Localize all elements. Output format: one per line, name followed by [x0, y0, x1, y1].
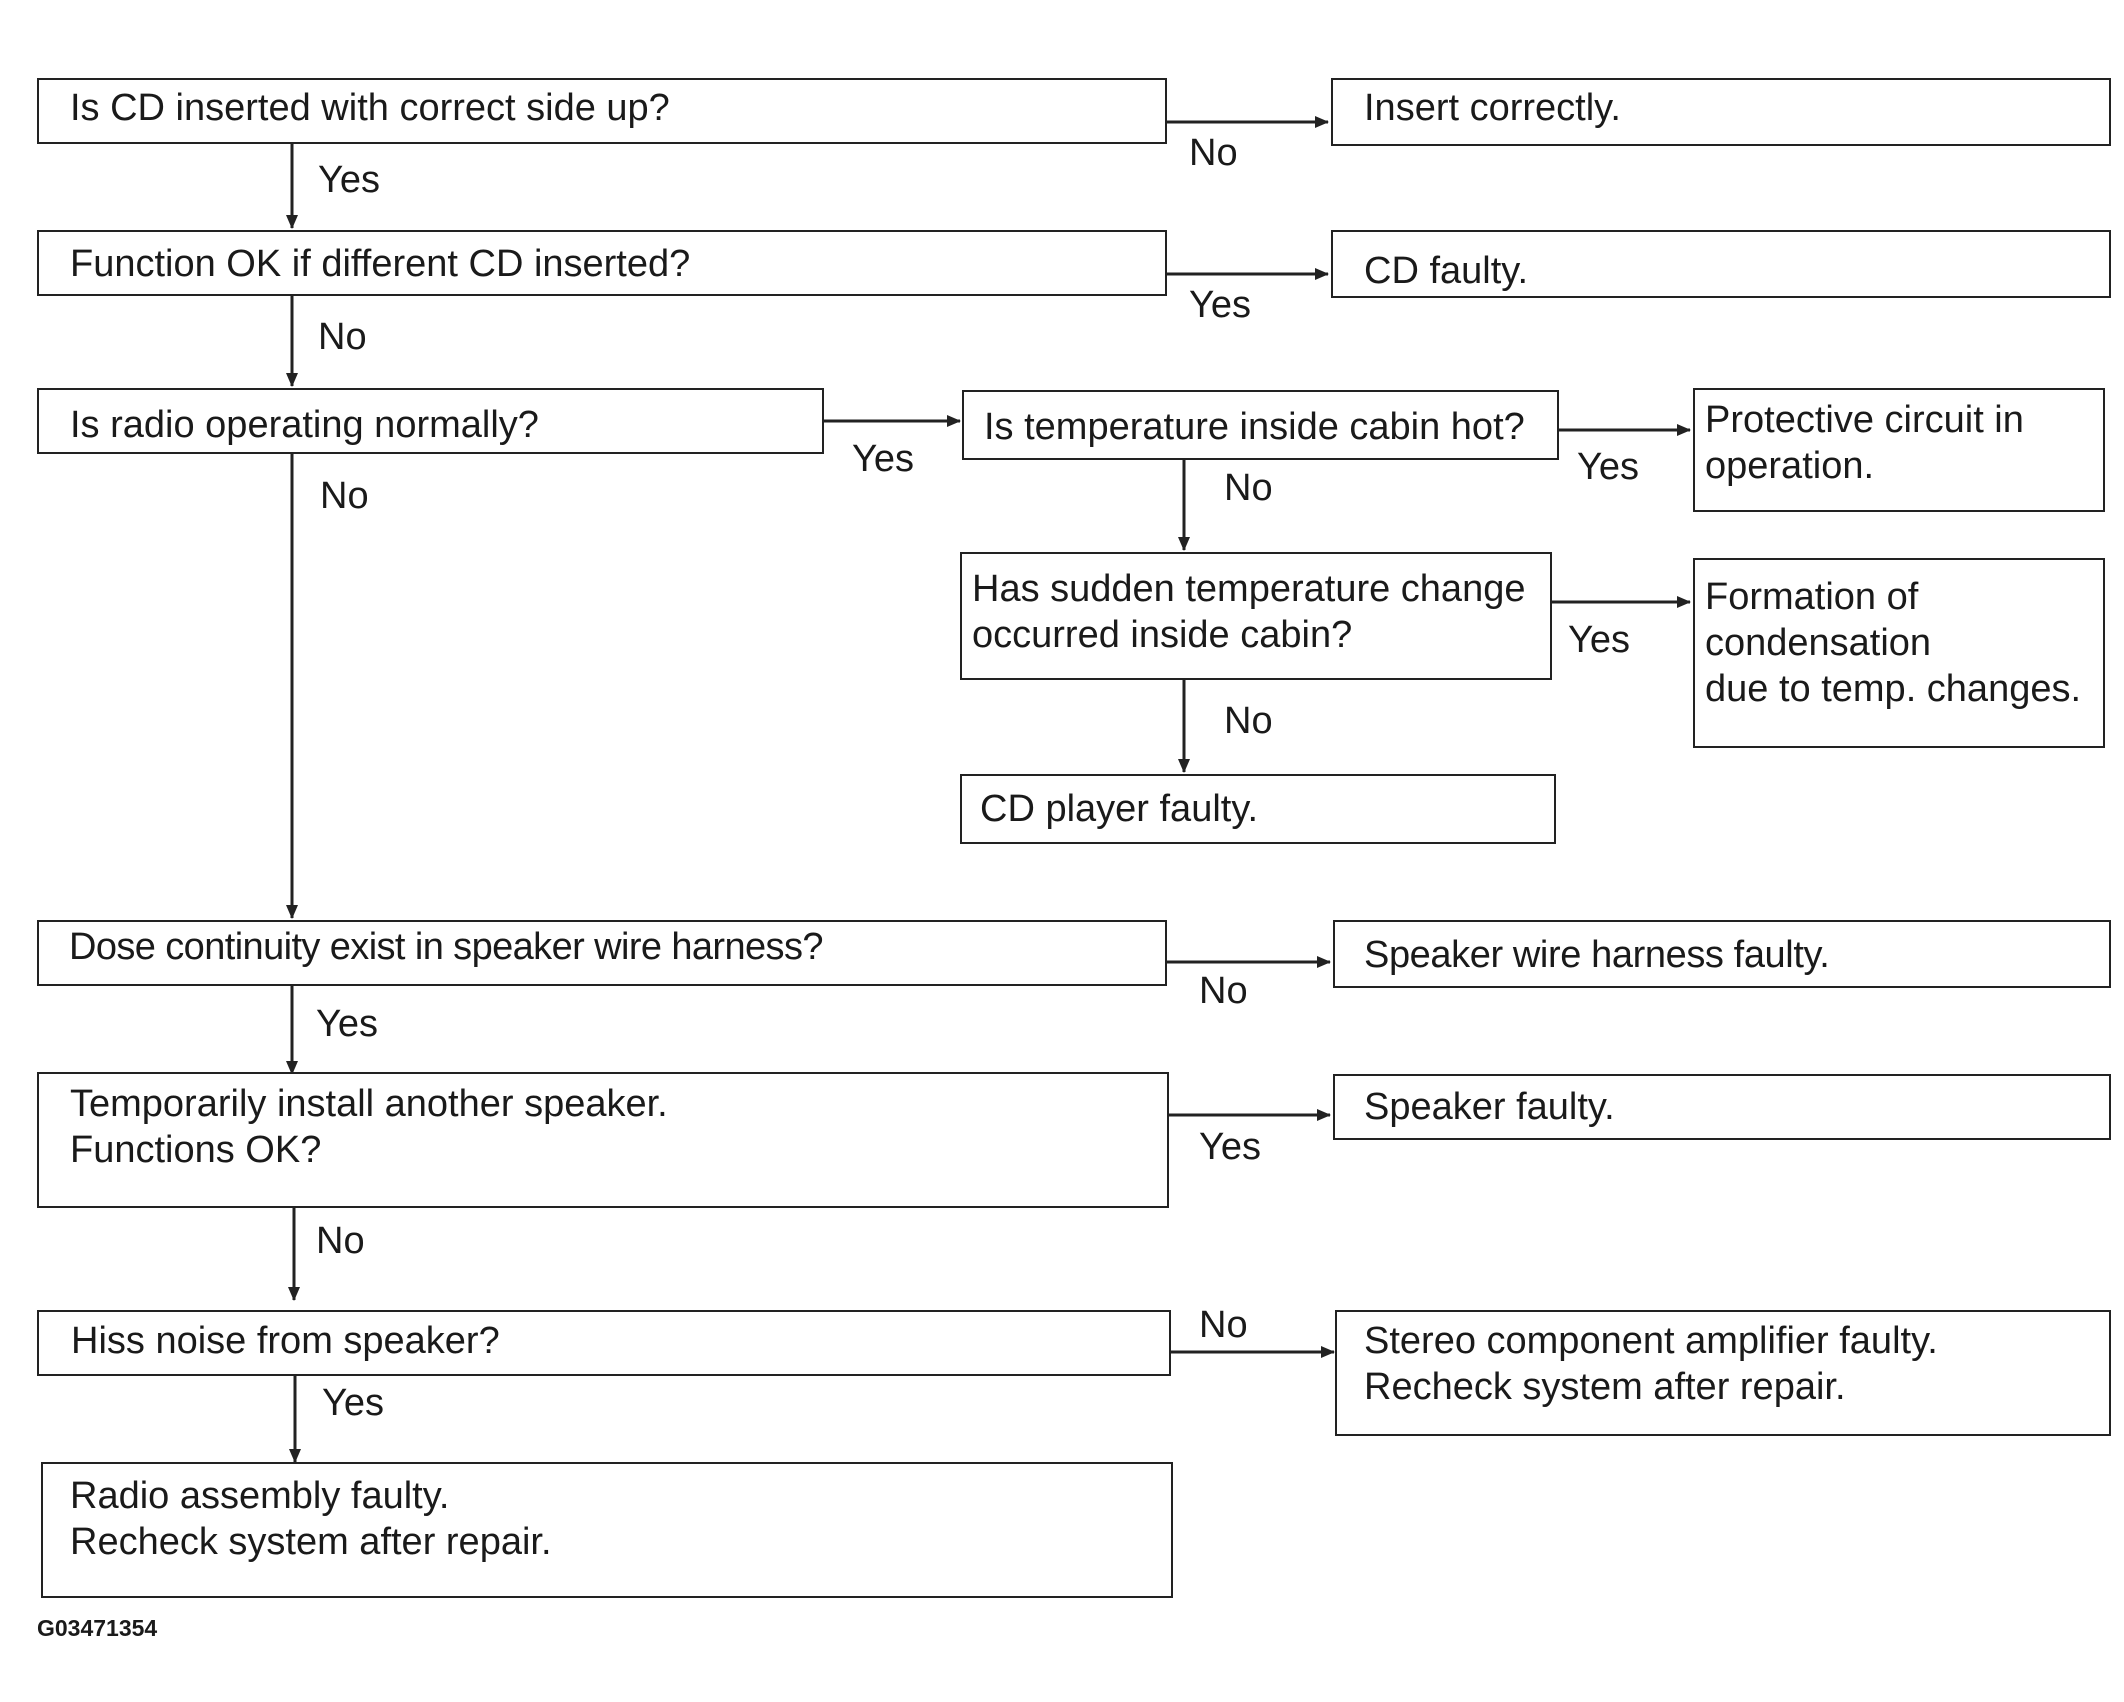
label-no: No [316, 1220, 365, 1262]
result-text-cd-faulty: CD faulty. [1364, 250, 1529, 292]
label-yes: Yes [1568, 619, 1630, 661]
label-no: No [1189, 132, 1238, 174]
label-yes: Yes [1577, 446, 1639, 488]
question-text-other-cd: Function OK if different CD inserted? [70, 243, 691, 285]
question-text-hiss: Hiss noise from speaker? [71, 1320, 500, 1362]
question-box-another-speaker: Temporarily install another speaker. Fun… [37, 1072, 1169, 1208]
label-yes: Yes [1199, 1126, 1261, 1168]
figure-code: G03471354 [37, 1615, 158, 1641]
question-box-continuity: Dose continuity exist in speaker wire ha… [37, 920, 1167, 986]
label-yes: Yes [852, 438, 914, 480]
result-text-condensation-line-1: Formation of [1705, 576, 1919, 618]
result-text-amplifier-line-2: Recheck system after repair. [1364, 1366, 1846, 1408]
question-text-another-speaker-line-1: Temporarily install another speaker. [70, 1083, 668, 1125]
result-text-insert-correctly: Insert correctly. [1364, 87, 1621, 129]
result-box-condensation: Formation of condensation due to temp. c… [1693, 558, 2105, 748]
label-no: No [1199, 970, 1248, 1012]
question-text-radio: Is radio operating normally? [70, 404, 539, 446]
label-no: No [1224, 700, 1273, 742]
question-box-radio: Is radio operating normally? [37, 388, 824, 454]
result-text-amplifier-line-1: Stereo component amplifier faulty. [1364, 1320, 1938, 1362]
result-text-condensation-line-3: due to temp. changes. [1705, 668, 2082, 710]
question-text-cd-side: Is CD inserted with correct side up? [70, 87, 670, 129]
result-text-cd-player-faulty: CD player faulty. [980, 788, 1259, 830]
result-text-protective-line-2: operation. [1705, 445, 1875, 487]
result-text-condensation-line-2: condensation [1705, 622, 1932, 664]
result-text-radio-assembly-line-2: Recheck system after repair. [70, 1521, 552, 1563]
result-box-cd-player-faulty: CD player faulty. [960, 774, 1556, 844]
question-text-temp-change-line-2: occurred inside cabin? [972, 614, 1353, 656]
label-no: No [318, 316, 367, 358]
result-text-radio-assembly-line-1: Radio assembly faulty. [70, 1475, 450, 1517]
label-yes: Yes [316, 1003, 378, 1045]
question-text-another-speaker-line-2: Functions OK? [70, 1129, 322, 1171]
label-yes: Yes [322, 1382, 384, 1424]
question-box-temp-hot: Is temperature inside cabin hot? [962, 390, 1559, 460]
question-text-temp-change-line-1: Has sudden temperature change [972, 568, 1526, 610]
result-box-speaker-faulty: Speaker faulty. [1333, 1074, 2111, 1140]
result-box-radio-assembly-faulty: Radio assembly faulty. Recheck system af… [41, 1462, 1173, 1598]
result-box-insert-correctly: Insert correctly. [1331, 78, 2111, 146]
result-text-speaker-faulty: Speaker faulty. [1364, 1086, 1615, 1128]
question-box-temp-change: Has sudden temperature change occurred i… [960, 552, 1552, 680]
question-box-hiss: Hiss noise from speaker? [37, 1310, 1171, 1376]
result-box-harness-faulty: Speaker wire harness faulty. [1333, 920, 2111, 988]
label-no: No [1224, 467, 1273, 509]
result-text-harness-faulty: Speaker wire harness faulty. [1364, 934, 1830, 976]
label-no: No [320, 475, 369, 517]
result-box-cd-faulty: CD faulty. [1331, 230, 2111, 298]
question-box-cd-side: Is CD inserted with correct side up? [37, 78, 1167, 144]
question-text-temp-hot: Is temperature inside cabin hot? [984, 406, 1525, 448]
label-no: No [1199, 1304, 1248, 1346]
label-yes: Yes [318, 159, 380, 201]
question-text-continuity: Dose continuity exist in speaker wire ha… [69, 926, 823, 968]
label-yes: Yes [1189, 284, 1251, 326]
result-box-amplifier-faulty: Stereo component amplifier faulty. Reche… [1335, 1310, 2111, 1436]
question-box-other-cd: Function OK if different CD inserted? [37, 230, 1167, 296]
result-text-protective-line-1: Protective circuit in [1705, 399, 2024, 441]
result-box-protective-circuit: Protective circuit in operation. [1693, 388, 2105, 512]
